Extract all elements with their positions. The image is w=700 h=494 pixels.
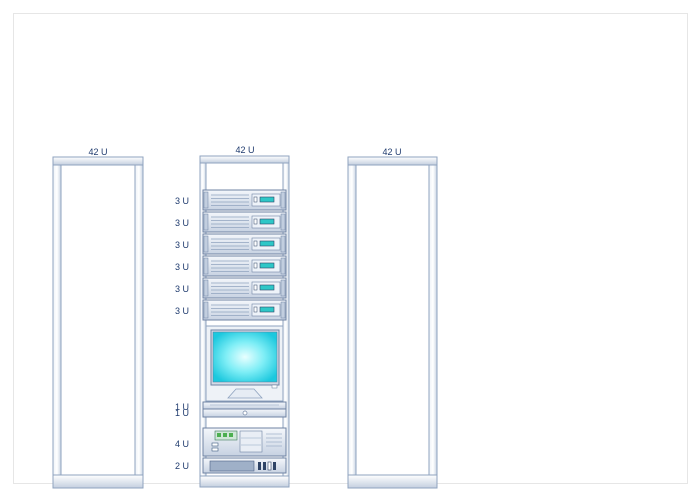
storage-port-2 — [211, 447, 219, 452]
server-ear-left — [203, 213, 209, 231]
rack-server[interactable] — [202, 233, 287, 255]
ups-indicator-2 — [263, 462, 266, 470]
storage-led-3 — [229, 433, 233, 437]
storage-drive-bay — [239, 430, 263, 453]
server-power-button — [253, 284, 258, 291]
rack-right-right-rail — [428, 164, 438, 476]
ups-indicator-3 — [267, 461, 272, 471]
rack-server[interactable] — [202, 189, 287, 211]
monitor-screen — [212, 331, 278, 383]
rack-server[interactable] — [202, 299, 287, 321]
rack-right-base — [347, 474, 438, 489]
ups-indicator-1 — [258, 462, 261, 470]
rack-right-left-rail — [347, 164, 357, 476]
rack-server[interactable] — [202, 277, 287, 299]
server-status-display — [259, 306, 275, 313]
rack-center-capacity-label: 42 U — [235, 145, 254, 155]
unit-label-server-5: 3 U — [175, 284, 189, 294]
unit-label-server-1: 3 U — [175, 196, 189, 206]
rack-monitor[interactable] — [205, 325, 284, 402]
rack-server[interactable] — [202, 211, 287, 233]
rack-ups[interactable] — [202, 457, 287, 474]
unit-label-keyboard: 1 U — [175, 408, 189, 418]
monitor-stand — [227, 388, 263, 399]
unit-label-server-4: 3 U — [175, 262, 189, 272]
rack-left-capacity-label: 42 U — [88, 147, 107, 157]
storage-led-2 — [223, 433, 227, 437]
server-ear-right — [280, 257, 286, 275]
server-ear-left — [203, 279, 209, 297]
rack-right[interactable]: 42 U — [347, 147, 438, 489]
server-ear-right — [280, 191, 286, 209]
server-ear-left — [203, 235, 209, 253]
server-power-button — [253, 306, 258, 313]
rack-left[interactable]: 42 U — [52, 147, 144, 489]
rack-server[interactable] — [202, 255, 287, 277]
rack-left-left-rail — [52, 164, 62, 476]
unit-label-ups: 2 U — [175, 461, 189, 471]
unit-label-shelf: 1 U — [175, 402, 189, 412]
server-ear-left — [203, 191, 209, 209]
server-ear-left — [203, 257, 209, 275]
server-power-button — [253, 196, 258, 203]
server-power-button — [253, 240, 258, 247]
shelf-body — [202, 401, 287, 410]
storage-port-1 — [211, 442, 219, 447]
unit-labels: 3 U 3 U 3 U 3 U 3 U 3 U 1 U 1 U 4 U 2 U — [175, 196, 189, 471]
rack-right-capacity-label: 42 U — [382, 147, 401, 157]
server-status-display — [259, 240, 275, 247]
unit-label-server-3: 3 U — [175, 240, 189, 250]
monitor-power-led — [271, 384, 278, 389]
server-power-button — [253, 262, 258, 269]
rack-right-top-cap — [347, 156, 438, 166]
rack-shelf[interactable] — [202, 401, 287, 410]
rack-storage[interactable] — [202, 427, 287, 457]
server-power-button — [253, 218, 258, 225]
server-ear-right — [280, 301, 286, 319]
server-ear-right — [280, 279, 286, 297]
server-status-display — [259, 196, 275, 203]
server-ear-right — [280, 213, 286, 231]
rack-left-base — [52, 474, 144, 489]
unit-label-server-2: 3 U — [175, 218, 189, 228]
keyboard-knob — [242, 410, 248, 416]
rack-center[interactable]: 42 U — [199, 145, 290, 488]
server-ear-right — [280, 235, 286, 253]
server-status-display — [259, 262, 275, 269]
server-status-display — [259, 284, 275, 291]
unit-label-storage: 4 U — [175, 439, 189, 449]
rack-left-right-rail — [134, 164, 144, 476]
server-ear-left — [203, 301, 209, 319]
unit-label-server-6: 3 U — [175, 306, 189, 316]
rack-center-top-cap — [199, 155, 290, 164]
rack-center-base — [199, 475, 290, 488]
storage-led-1 — [217, 433, 221, 437]
ups-panel — [209, 460, 255, 472]
rack-left-top-cap — [52, 156, 144, 166]
ups-indicator-4 — [273, 462, 276, 470]
server-status-display — [259, 218, 275, 225]
rack-keyboard[interactable] — [202, 408, 287, 418]
